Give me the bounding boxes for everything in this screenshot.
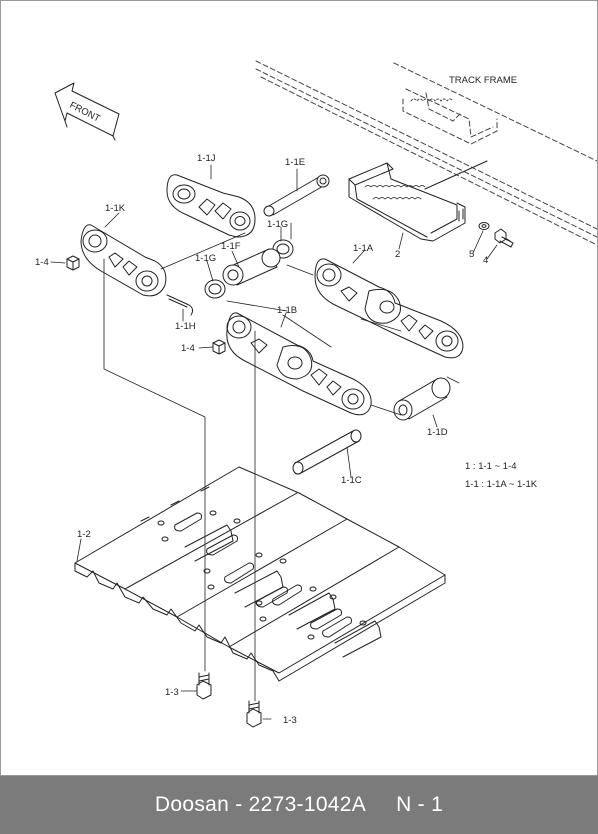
pin-1-1e bbox=[263, 174, 330, 217]
link-1-1b bbox=[226, 312, 372, 416]
label-1-2: 1-2 bbox=[77, 529, 91, 540]
label-1-1h: 1-1H bbox=[175, 321, 196, 332]
footer-page-ref: N - 1 bbox=[396, 793, 444, 816]
label-1-1j: 1-1J bbox=[197, 153, 216, 164]
label-1-1f: 1-1F bbox=[221, 241, 241, 252]
bushing-1-1f bbox=[222, 248, 281, 286]
shoe-bolt-1-3-left bbox=[196, 672, 212, 700]
assembly-guide-lines bbox=[103, 222, 460, 702]
label-1-1c: 1-1C bbox=[341, 475, 362, 486]
nut-1-4-upper bbox=[66, 255, 80, 271]
legend-line-2: 1-1 : 1-1A ~ 1-1K bbox=[465, 479, 538, 490]
track-frame-guard-teeth bbox=[410, 98, 454, 102]
track-guard-part-2 bbox=[348, 160, 488, 242]
label-1-1b: 1-1B bbox=[277, 305, 297, 316]
label-1-1g-lower: 1-1G bbox=[195, 253, 216, 264]
label-1-4-lower: 1-4 bbox=[181, 343, 195, 354]
label-1-4-upper: 1-4 bbox=[35, 257, 49, 268]
track-shoes-1-2 bbox=[74, 466, 446, 682]
label-1-1d: 1-1D bbox=[427, 427, 448, 438]
link-1-1k bbox=[80, 224, 167, 297]
washer-part-5 bbox=[478, 222, 490, 230]
shoe-bolt-1-3-right bbox=[246, 700, 262, 728]
label-part-5: 5 bbox=[469, 249, 474, 260]
label-1-1e: 1-1E bbox=[285, 157, 305, 168]
front-arrow bbox=[54, 82, 120, 141]
leader-lines bbox=[50, 164, 498, 720]
seal-1-1g-lower bbox=[204, 279, 226, 299]
parts-diagram-frame: TRACK FRAME FRONT 1-1J 1-1E 1-1K 1-1G 1-… bbox=[0, 0, 598, 776]
link-1-1a bbox=[314, 258, 464, 359]
bolt-part-4 bbox=[494, 228, 514, 248]
footer-separator: - bbox=[229, 793, 249, 816]
exploded-parts-diagram: TRACK FRAME FRONT 1-1J 1-1E 1-1K 1-1G 1-… bbox=[35, 60, 597, 728]
bushing-1-1d bbox=[393, 377, 451, 421]
lock-pin-1-1h bbox=[166, 294, 194, 316]
nut-1-4-lower bbox=[212, 339, 226, 355]
label-1-3-right: 1-3 bbox=[283, 715, 297, 726]
legend-line-1: 1 : 1-1 ~ 1-4 bbox=[465, 461, 517, 472]
label-1-1a: 1-1A bbox=[353, 243, 374, 254]
label-part-2: 2 bbox=[395, 249, 400, 260]
footer-bar: Doosan - 2273-1042A N - 1 bbox=[0, 776, 598, 834]
label-track-frame: TRACK FRAME bbox=[449, 75, 517, 86]
track-frame-outline bbox=[255, 60, 597, 246]
pin-1-1c bbox=[292, 429, 362, 475]
footer-part-number: 2273-1042A bbox=[248, 793, 367, 816]
label-1-1k: 1-1K bbox=[105, 203, 126, 214]
label-1-3-left: 1-3 bbox=[165, 687, 179, 698]
footer-brand: Doosan bbox=[154, 793, 230, 816]
link-1-1j bbox=[166, 174, 256, 238]
label-1-1g-upper: 1-1G bbox=[267, 219, 288, 230]
label-part-4: 4 bbox=[483, 255, 488, 266]
